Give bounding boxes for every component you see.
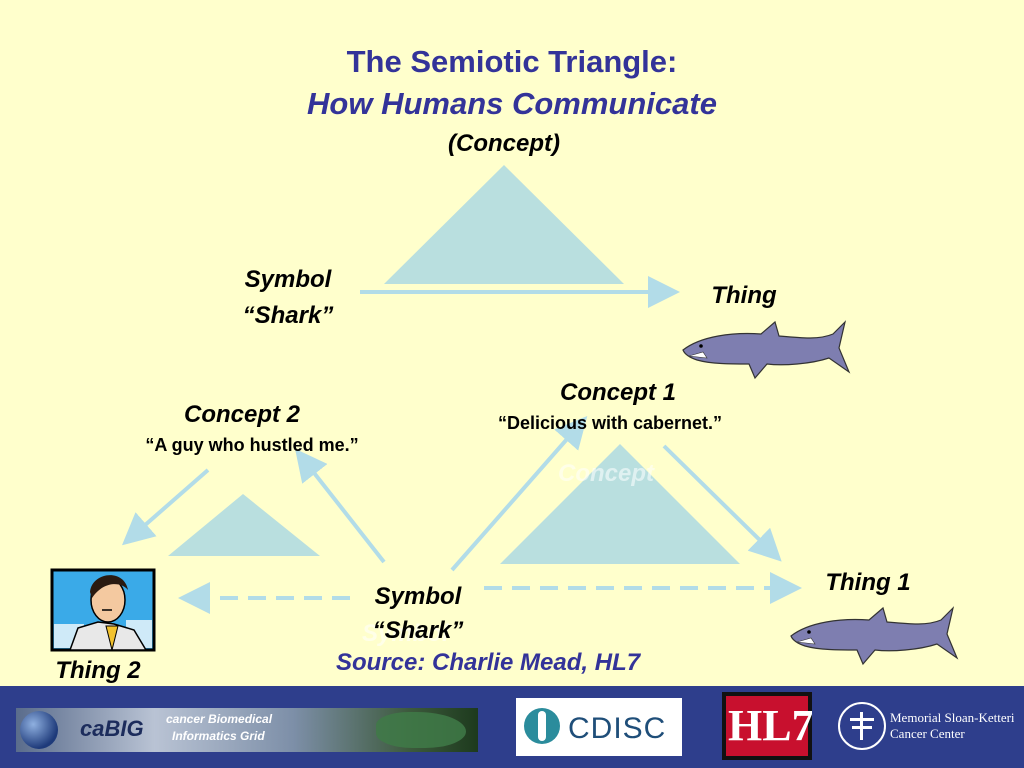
hl7-logo[interactable]: HL7	[722, 692, 812, 760]
hl7-name: HL7	[728, 701, 812, 750]
bottom-symbol-word: “Shark”	[372, 617, 464, 644]
cabig-tagline-1: cancer Biomedical	[166, 712, 273, 726]
shark-icon	[790, 606, 959, 666]
seal-icon	[838, 702, 886, 750]
source-citation: Source: Charlie Mead, HL7	[336, 649, 641, 676]
concept1-to-thing1-arrow	[662, 444, 782, 562]
top-concept-triangle	[384, 165, 624, 284]
cdisc-name: CDISC	[568, 712, 667, 745]
thing2-label: Thing 2	[55, 657, 141, 684]
concept1-ghost-label: Concept	[558, 460, 654, 487]
concept1-label: Concept 1	[559, 379, 676, 406]
slide-subtitle: How Humans Communicate	[307, 86, 717, 121]
top-symbol-label: Symbol	[244, 266, 332, 293]
shark-icon	[682, 320, 851, 380]
mskcc-name-1: Memorial Sloan-Kettering	[890, 710, 1014, 725]
symbol-ghost-label: Symbol	[362, 620, 449, 647]
concept2-to-thing2-arrow	[121, 468, 210, 546]
concept2-label: Concept 2	[183, 401, 300, 428]
semiotic-diagram	[50, 165, 959, 666]
cabig-name: caBIG	[80, 716, 144, 741]
mskcc-logo[interactable]: Memorial Sloan-Kettering Cancer Center	[838, 700, 1014, 756]
cdisc-logo[interactable]: CDISC	[516, 698, 682, 756]
top-thing-label: Thing	[711, 282, 777, 309]
top-symbol-word: “Shark”	[242, 302, 334, 329]
slide-title: The Semiotic Triangle:	[346, 44, 678, 79]
globe-icon	[20, 711, 58, 749]
top-concept-label: (Concept)	[448, 130, 560, 157]
concept1-quote: “Delicious with cabernet.”	[497, 413, 723, 433]
concept2-quote: “A guy who hustled me.”	[145, 435, 359, 455]
bottom-symbol-label: Symbol	[374, 583, 462, 610]
cabig-logo[interactable]: caBIG cancer Biomedical Informatics Grid	[16, 708, 478, 752]
helix-icon	[524, 708, 560, 744]
concept1-triangle	[500, 444, 740, 564]
concept2-triangle	[168, 494, 320, 556]
mskcc-name-2: Cancer Center	[890, 726, 965, 741]
cabig-tagline-2: Informatics Grid	[172, 729, 265, 743]
symbol-to-concept1-arrow	[450, 415, 588, 572]
symbol-to-concept2-arrow	[295, 448, 386, 564]
footer-logo-bar: caBIG cancer Biomedical Informatics Grid…	[0, 686, 1024, 768]
thing1-label: Thing 1	[825, 569, 911, 596]
map-icon	[376, 712, 466, 748]
man-portrait-icon	[50, 568, 156, 652]
